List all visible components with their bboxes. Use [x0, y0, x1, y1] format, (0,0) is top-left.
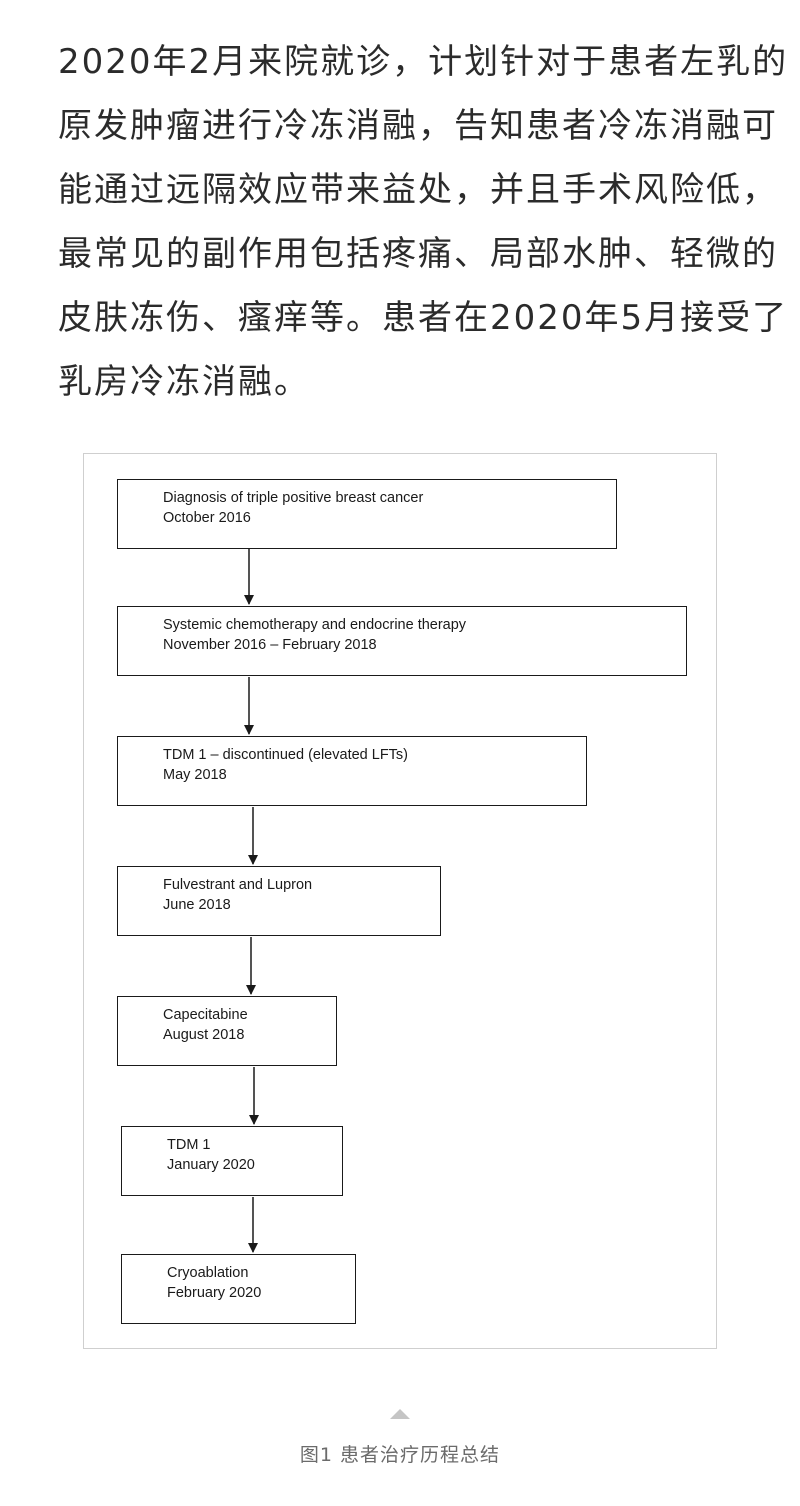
- intro-line: 皮肤冻伤、瘙痒等。患者在2020年5月接受了: [58, 298, 789, 338]
- flow-step-capecitabine: Capecitabine August 2018: [117, 996, 337, 1066]
- step-event: Systemic chemotherapy and endocrine ther…: [163, 617, 467, 633]
- flow-arrows: [244, 549, 259, 1253]
- step-event: TDM 1 – discontinued (elevated LFTs): [163, 747, 408, 763]
- flow-step-fulvestrant: Fulvestrant and Lupron June 2018: [117, 866, 441, 936]
- step-date: May 2018: [163, 767, 227, 783]
- step-event: Capecitabine: [163, 1007, 248, 1023]
- intro-line: 最常见的副作用包括疼痛、局部水肿、轻微的: [58, 234, 778, 274]
- intro-line: 2020年2月来院就诊，计划针对于患者左乳的: [58, 42, 789, 82]
- flow-step-diagnosis: Diagnosis of triple positive breast canc…: [117, 479, 617, 549]
- intro-paragraph: 2020年2月来院就诊，计划针对于患者左乳的 原发肿瘤进行冷冻消融，告知患者冷冻…: [58, 30, 789, 414]
- intro-line: 原发肿瘤进行冷冻消融，告知患者冷冻消融可: [58, 106, 778, 146]
- intro-line: 能通过远隔效应带来益处，并且手术风险低，: [58, 170, 778, 210]
- flow-step-chemotherapy: Systemic chemotherapy and endocrine ther…: [117, 606, 687, 676]
- flowchart-figure: Diagnosis of triple positive breast canc…: [83, 453, 717, 1349]
- step-event: TDM 1: [167, 1137, 211, 1153]
- caption-triangle-icon: [390, 1409, 410, 1419]
- step-event: Fulvestrant and Lupron: [163, 877, 313, 893]
- step-date: February 2020: [167, 1285, 262, 1301]
- figure-caption: 图1 患者治疗历程总结: [299, 1444, 501, 1466]
- flow-step-cryoablation: Cryoablation February 2020: [121, 1254, 356, 1324]
- step-event: Cryoablation: [167, 1265, 249, 1281]
- step-date: August 2018: [163, 1027, 245, 1043]
- step-event: Diagnosis of triple positive breast canc…: [163, 490, 424, 506]
- flow-step-tdm1: TDM 1 January 2020: [121, 1126, 343, 1196]
- step-date: November 2016 – February 2018: [163, 637, 377, 653]
- flow-step-tdm1-discontinued: TDM 1 – discontinued (elevated LFTs) May…: [117, 736, 587, 806]
- step-date: January 2020: [167, 1157, 255, 1173]
- step-date: October 2016: [163, 510, 251, 526]
- intro-line: 乳房冷冻消融。: [58, 362, 310, 402]
- step-date: June 2018: [163, 897, 231, 913]
